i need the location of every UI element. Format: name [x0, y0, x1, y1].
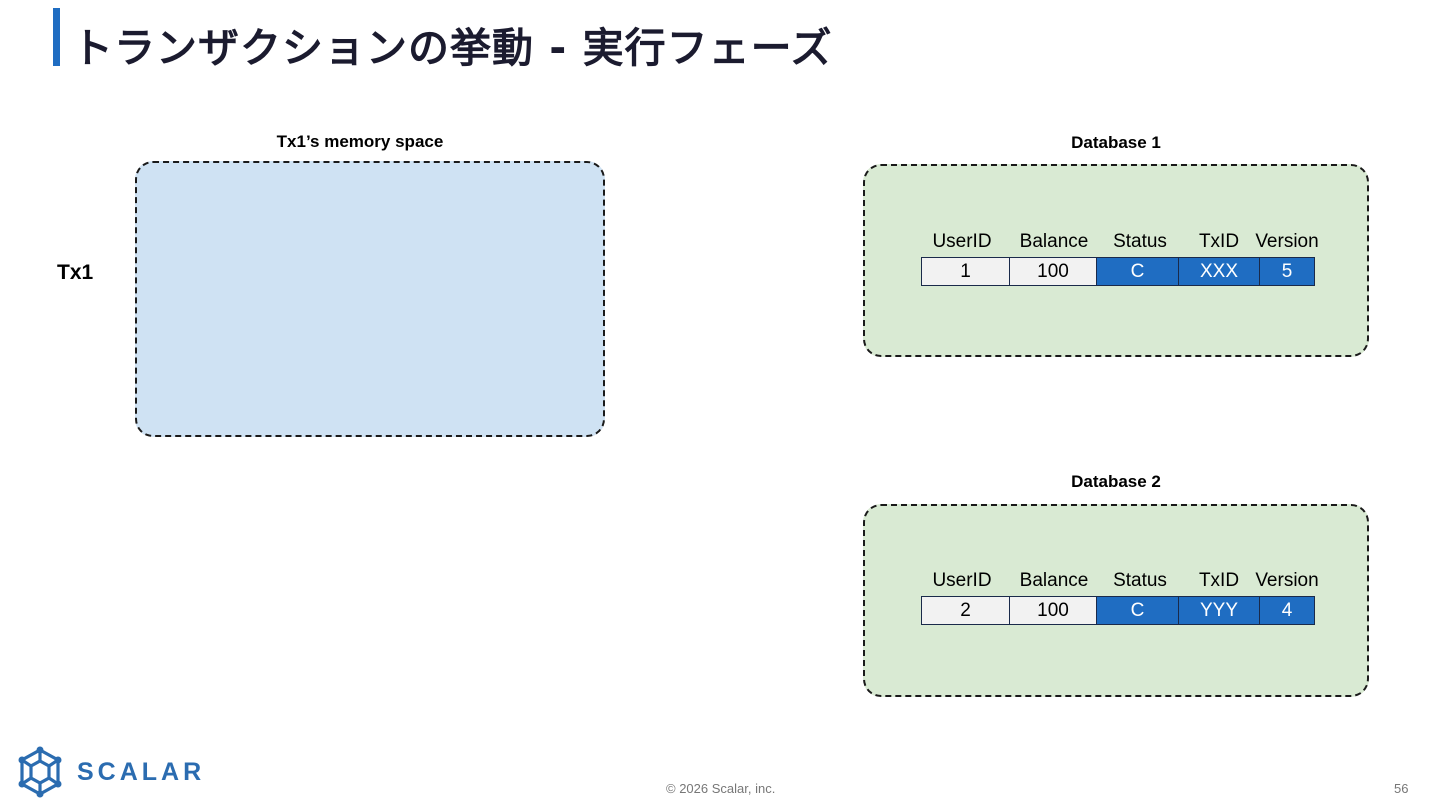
balance-cell: 100 [1008, 257, 1098, 286]
database-1-caption: Database 1 [1071, 133, 1161, 152]
scalar-logo-text: SCALAR [77, 758, 206, 786]
version-cell: 5 [1259, 257, 1315, 286]
column-header: UserID [932, 570, 992, 591]
txid-cell: YYY [1177, 596, 1261, 625]
column-header: Balance [1019, 570, 1089, 591]
footer-copyright: © 2026 Scalar, inc. [666, 781, 776, 796]
balance-cell: 100 [1008, 596, 1098, 625]
memory-space-caption: Tx1’s memory space [276, 132, 444, 151]
page-title: トランザクションの挙動 - 実行フェーズ [72, 24, 833, 72]
userid-cell: 1 [921, 257, 1010, 286]
column-header: Balance [1019, 231, 1089, 252]
page-number: 56 [1394, 781, 1409, 796]
column-header: UserID [932, 231, 992, 252]
column-header: Version [1255, 231, 1319, 252]
title-accent-bar [53, 8, 60, 66]
column-header: Version [1255, 570, 1319, 591]
column-header: TxID [1198, 570, 1240, 591]
table-row: 1 100 C XXX 5 [921, 257, 1315, 286]
column-header: Status [1113, 231, 1167, 252]
table-row: 2 100 C YYY 4 [921, 596, 1315, 625]
column-header: TxID [1198, 231, 1240, 252]
database-2-caption: Database 2 [1071, 472, 1161, 491]
txid-cell: XXX [1177, 257, 1261, 286]
transaction-label: Tx1 [57, 261, 94, 284]
column-header: Status [1113, 570, 1167, 591]
userid-cell: 2 [921, 596, 1010, 625]
memory-space-box [135, 161, 605, 437]
status-cell: C [1096, 596, 1179, 625]
scalar-logo-icon [18, 746, 62, 798]
version-cell: 4 [1259, 596, 1315, 625]
status-cell: C [1096, 257, 1179, 286]
